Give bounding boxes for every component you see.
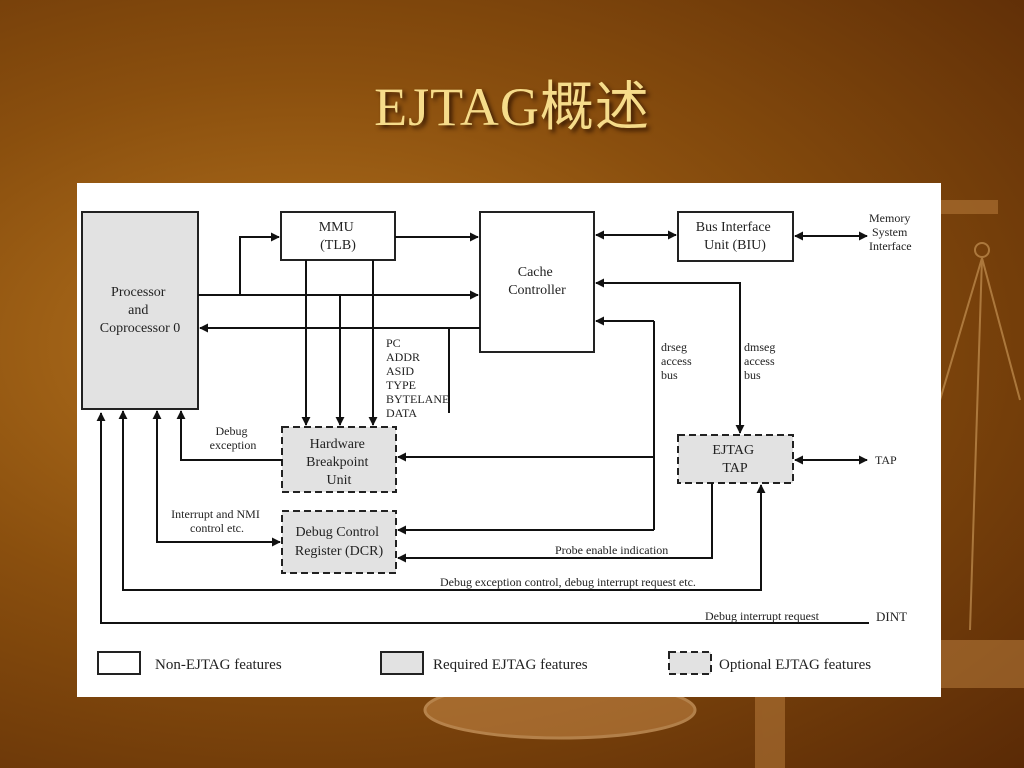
svg-text:MMU (TLB): MMU (TLB): [319, 220, 358, 253]
debug-exception-control-label: Debug exception control, debug interrupt…: [440, 575, 696, 589]
cache-line-1: Cache: [518, 265, 553, 280]
debug-exception-control-arrow: [118, 410, 766, 591]
hardware-breakpoint-block: Hardware Breakpoint Unit: [281, 426, 397, 493]
legend-non-ejtag-label: Non-EJTAG features: [155, 657, 282, 673]
dcr-line-2: Register (DCR): [295, 544, 384, 559]
mmu-line-1: MMU: [319, 220, 354, 235]
slide-title: EJTAG概述: [374, 77, 650, 137]
biu-line-1: Bus Interface: [696, 220, 771, 235]
legend-non-ejtag-swatch: [97, 651, 141, 675]
legend: Non-EJTAG features Required EJTAG featur…: [97, 651, 871, 675]
drseg-label: drseg access bus: [661, 340, 695, 382]
ejtag-block-diagram: Processor and Coprocessor 0 MMU (TLB) Ca…: [77, 183, 941, 697]
processor-line-3: Coprocessor 0: [100, 321, 181, 336]
processor-line-2: and: [128, 303, 148, 318]
svg-text:Processor and: Processor and Coprocessor 0: [100, 285, 181, 336]
scale-string-right: [981, 257, 1021, 401]
tap-line-1: EJTAG: [712, 443, 754, 458]
processor-block: Processor and Coprocessor 0: [81, 211, 199, 410]
scale-string-left: [939, 257, 983, 401]
mmu-block: MMU (TLB): [280, 211, 396, 261]
dmseg-cache-arrow: [595, 278, 745, 434]
scale-string-mid: [969, 257, 983, 631]
legend-optional-swatch: [668, 651, 712, 675]
debug-interrupt-request-label: Debug interrupt request: [705, 609, 820, 623]
cache-controller-block: Cache Controller: [479, 211, 595, 353]
hbu-line-2: Breakpoint: [306, 455, 368, 470]
scale-pillar: [755, 690, 785, 768]
processor-line-1: Processor: [111, 285, 166, 300]
legend-required-label: Required EJTAG features: [433, 657, 588, 673]
scale-ring: [974, 242, 990, 258]
legend-required-swatch: [380, 651, 424, 675]
pc-signals-label: PC ADDR ASID TYPE BYTELANE DATA: [386, 336, 452, 420]
dmseg-label: dmseg access bus: [744, 340, 778, 382]
mmu-line-2: (TLB): [320, 238, 356, 253]
legend-optional-label: Optional EJTAG features: [719, 657, 871, 673]
svg-text:Cache Controller: Cache Controller: [508, 265, 566, 298]
svg-text:Debug Control Register: Debug Control Register (DCR): [295, 525, 384, 559]
hbu-line-1: Hardware: [310, 437, 365, 452]
probe-enable-label: Probe enable indication: [555, 543, 668, 557]
scale-right-pan: [940, 640, 1024, 688]
debug-control-register-block: Debug Control Register (DCR): [281, 510, 397, 574]
dcr-line-1: Debug Control: [295, 525, 379, 540]
processor-to-mmu-arrow: [198, 232, 280, 296]
dint-label: DINT: [876, 609, 907, 624]
cache-signals-to-hbu-arrow: [448, 327, 480, 368]
ejtag-tap-block: EJTAG TAP: [677, 434, 794, 484]
svg-text:Bus Interface Unit (BI: Bus Interface Unit (BIU): [696, 220, 775, 253]
scale-beam: [938, 200, 998, 214]
biu-line-2: Unit (BIU): [704, 238, 766, 253]
probe-enable-arrow: [397, 483, 713, 563]
tap-label: TAP: [875, 453, 897, 467]
dint-arrow: [96, 412, 869, 624]
tap-line-2: TAP: [722, 461, 748, 476]
memory-interface-label: Memory System Interface: [869, 211, 913, 253]
cache-line-2: Controller: [508, 283, 566, 298]
interrupt-nmi-label: Interrupt and NMI control etc.: [171, 507, 263, 535]
debug-exception-label: Debug exception: [210, 424, 257, 452]
hbu-line-3: Unit: [327, 473, 352, 488]
biu-block: Bus Interface Unit (BIU): [677, 211, 794, 262]
